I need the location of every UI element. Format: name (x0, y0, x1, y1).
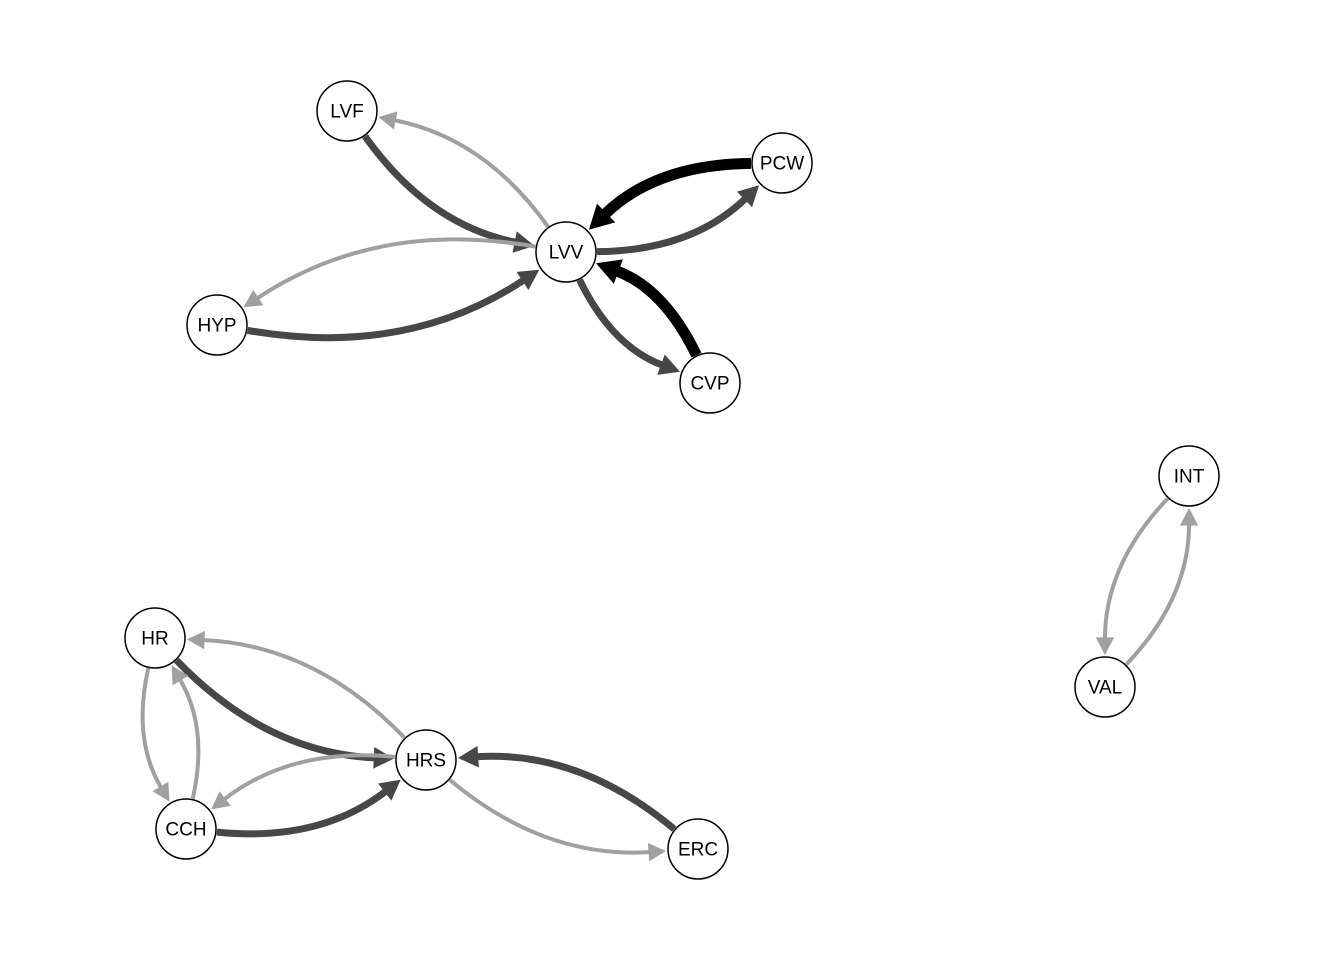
edge-val-to-int (1124, 523, 1192, 666)
node-circle (1158, 445, 1220, 507)
node-circle (155, 798, 217, 860)
node-erc[interactable]: ERC (667, 818, 729, 880)
edge-cvp-to-lvv (614, 265, 702, 358)
edge-hrs-to-cch (222, 753, 396, 802)
edge-hrs-to-erc (448, 778, 651, 855)
arrowhead-icon-cvp-to-lvv (595, 259, 623, 284)
node-circle (1074, 656, 1136, 718)
node-label: INT (1174, 467, 1205, 488)
edges-layer (140, 111, 1199, 862)
arrowhead-icon-hr-to-cch (152, 781, 170, 802)
node-int[interactable]: INT (1158, 445, 1220, 507)
edge-pcw-to-lvv (600, 157, 752, 219)
node-hyp[interactable]: HYP (186, 294, 248, 356)
edge-hyp-to-lvv (246, 276, 527, 342)
edge-erc-to-hrs (475, 752, 677, 832)
edge-cch-to-hr (177, 677, 201, 800)
arrowhead-icon-cch-to-hr (171, 665, 189, 686)
arrowhead-icon-cch-to-hrs (378, 779, 401, 801)
node-val[interactable]: VAL (1074, 656, 1136, 718)
node-circle (679, 352, 741, 414)
node-hrs[interactable]: HRS (395, 729, 457, 791)
node-circle (535, 221, 597, 283)
arrowhead-icon-hrs-to-hr (186, 630, 205, 650)
node-circle (124, 607, 186, 669)
edge-hr-to-cch (140, 667, 164, 790)
node-hr[interactable]: HR (124, 607, 186, 669)
node-label: ERC (678, 840, 718, 861)
edge-hrs-to-hr (202, 638, 406, 740)
node-lvv[interactable]: LVV (535, 221, 597, 283)
arrowhead-icon-erc-to-hrs (457, 745, 479, 768)
node-circle (316, 80, 378, 142)
node-label: HYP (197, 316, 236, 337)
node-label: CCH (165, 820, 206, 841)
arrowhead-icon-lvv-to-hyp (243, 289, 264, 308)
edge-lvv-to-cvp (576, 278, 665, 369)
arrowhead-icon-hrs-to-cch (211, 791, 231, 810)
node-circle (667, 818, 729, 880)
node-label: CVP (690, 374, 729, 395)
node-lvf[interactable]: LVF (316, 80, 378, 142)
node-cvp[interactable]: CVP (679, 352, 741, 414)
arrowhead-icon-lvv-to-pcw (736, 185, 760, 208)
arrowhead-icon-hyp-to-lvv (516, 269, 540, 290)
nodes-layer: LVF PCW LVV HYP CVP INT VAL HR HRS CCH ERC (124, 80, 1220, 880)
arrowhead-icon-int-to-val (1095, 637, 1115, 656)
arrowhead-icon-pcw-to-lvv (588, 203, 616, 230)
node-label: LVF (330, 102, 363, 123)
node-circle (395, 729, 457, 791)
edge-lvv-to-pcw (596, 195, 749, 256)
node-label: PCW (760, 154, 804, 175)
edge-lvv-to-hyp (255, 237, 536, 301)
node-label: HR (141, 629, 168, 650)
arrowhead-icon-hrs-to-erc (647, 843, 667, 862)
edge-int-to-val (1102, 497, 1170, 640)
arrowhead-icon-lvv-to-lvf (378, 111, 398, 130)
node-cch[interactable]: CCH (155, 798, 217, 860)
arrowhead-icon-val-to-int (1179, 507, 1199, 526)
node-label: LVV (549, 243, 584, 264)
node-label: VAL (1088, 678, 1123, 699)
arrowhead-icon-lvv-to-cvp (657, 354, 681, 375)
node-label: HRS (406, 751, 446, 772)
edge-lvv-to-lvf (393, 118, 550, 228)
node-circle (186, 294, 248, 356)
node-circle (751, 132, 813, 194)
edge-cch-to-hrs (216, 788, 389, 838)
node-pcw[interactable]: PCW (751, 132, 813, 194)
edge-lvf-to-lvv (362, 134, 518, 246)
edge-hr-to-hrs (174, 657, 376, 762)
